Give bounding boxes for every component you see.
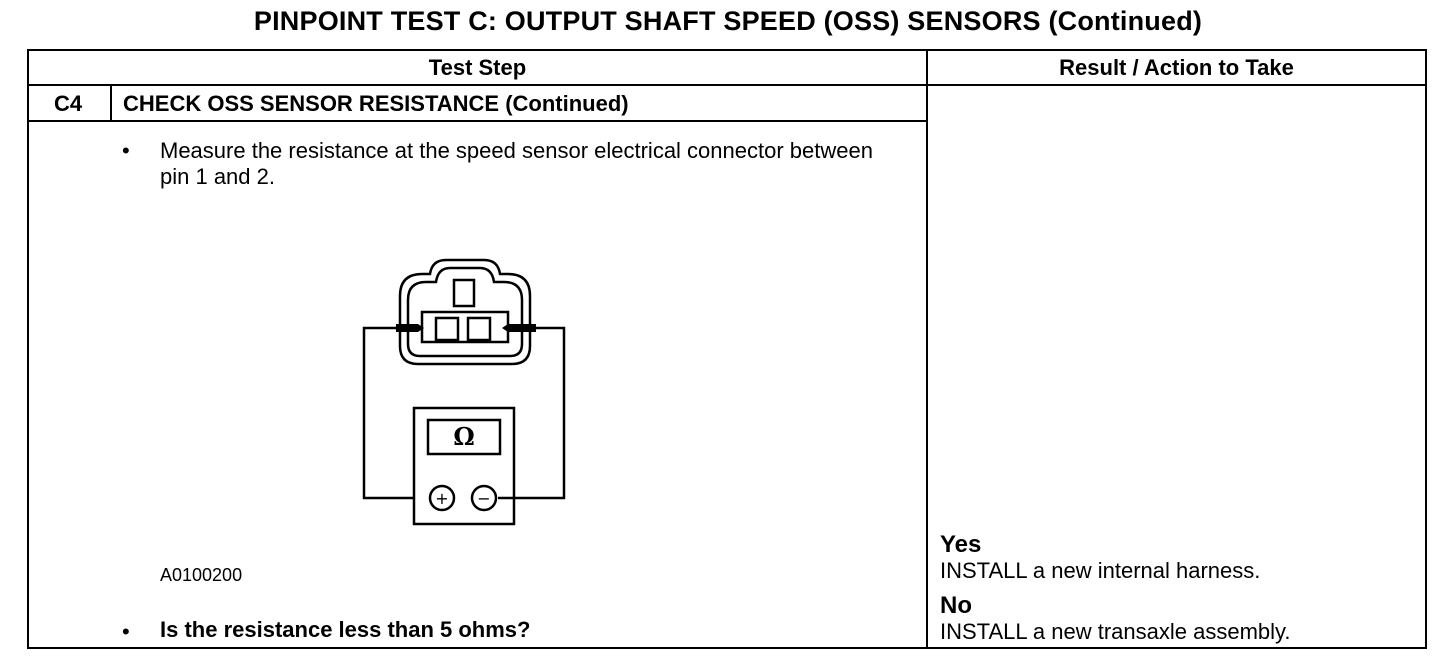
pinpoint-test-table [27,49,1427,649]
question-text: Is the resistance less than 5 ohms? [160,617,531,642]
pin-1 [434,316,460,342]
page-title: PINPOINT TEST C: OUTPUT SHAFT SPEED (OSS… [253,6,1203,36]
connector-latch [452,278,476,308]
header-result-action: Result / Action to Take [1059,55,1294,80]
terminal-negative [470,484,498,512]
meter-body [412,406,516,526]
step-id: C4 [54,91,83,116]
step-id-divider [110,85,112,121]
step-title: CHECK OSS SENSOR RESISTANCE (Continued) [123,91,629,116]
connector-outer-shell [398,258,532,366]
header-test-step: Test Step [428,55,527,80]
bullet-question: • [122,619,130,644]
probe-tip-left [396,324,424,332]
probe-tip-right [502,324,536,332]
ohmmeter-connector-diagram: Ω + − [362,258,566,526]
ohm-symbol: Ω [453,422,474,451]
lead-negative [498,326,566,500]
result-yes-action: INSTALL a new internal harness. [940,558,1261,583]
lead-positive [362,326,420,500]
minus-sign: − [477,489,490,508]
plus-sign: + [435,489,448,508]
connector-inner-shell [406,266,524,358]
figure-id: A0100200 [160,565,243,585]
result-no-label: No [940,592,972,619]
step-title-divider [27,120,927,122]
instruction-text: Measure the resistance at the speed sens… [160,138,873,189]
result-no-action: INSTALL a new transaxle assembly. [940,619,1291,644]
terminal-positive [428,484,456,512]
header-divider [27,84,1427,86]
column-divider [926,49,928,649]
pin-2 [466,316,492,342]
bullet-instruction: • [122,138,130,163]
meter-display [426,418,502,456]
result-yes-label: Yes [940,531,982,558]
